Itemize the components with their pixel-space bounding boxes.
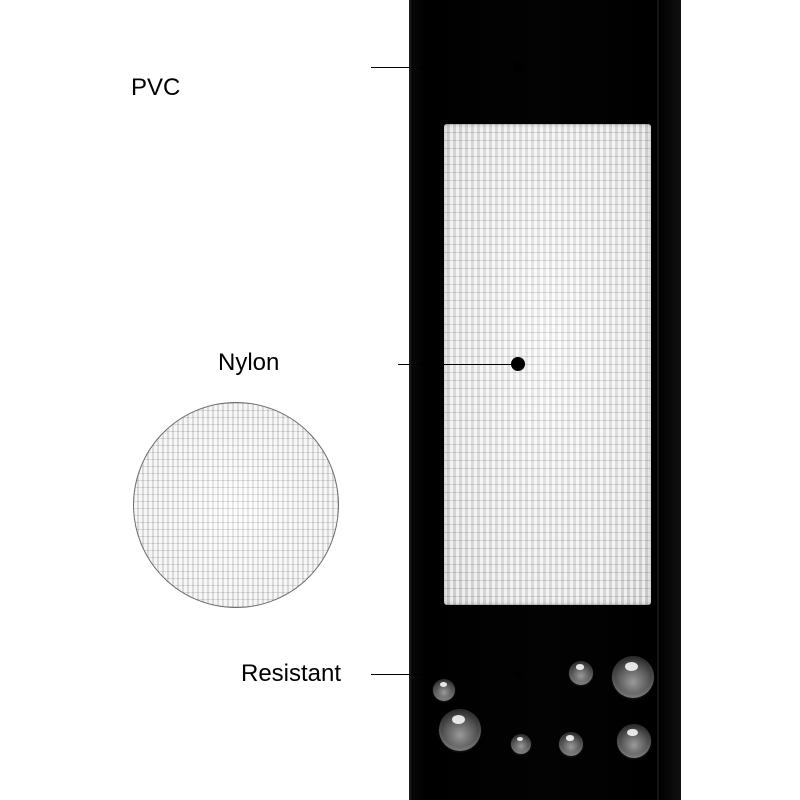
- nylon-pointer-line: [398, 364, 518, 365]
- strap-left-edge: [409, 0, 411, 800]
- pvc-label: PVC: [131, 74, 181, 101]
- water-droplet: [559, 732, 583, 756]
- pvc-pointer-dot: [513, 62, 524, 73]
- resistant-pointer-line: [371, 674, 518, 675]
- water-droplet: [439, 709, 481, 751]
- water-droplet: [511, 734, 531, 754]
- nylon-texture-closeup: [133, 402, 339, 608]
- pvc-pointer-line: [371, 67, 519, 68]
- water-droplet: [612, 656, 654, 698]
- nylon-label: Nylon: [218, 349, 280, 376]
- resistant-label: Resistant: [241, 660, 342, 687]
- strap-right-edge: [657, 0, 659, 800]
- resistant-pointer-dot: [514, 670, 522, 678]
- nylon-pointer-dot: [511, 357, 525, 371]
- water-droplet: [617, 724, 651, 758]
- water-droplet: [433, 679, 455, 701]
- water-droplet: [569, 661, 593, 685]
